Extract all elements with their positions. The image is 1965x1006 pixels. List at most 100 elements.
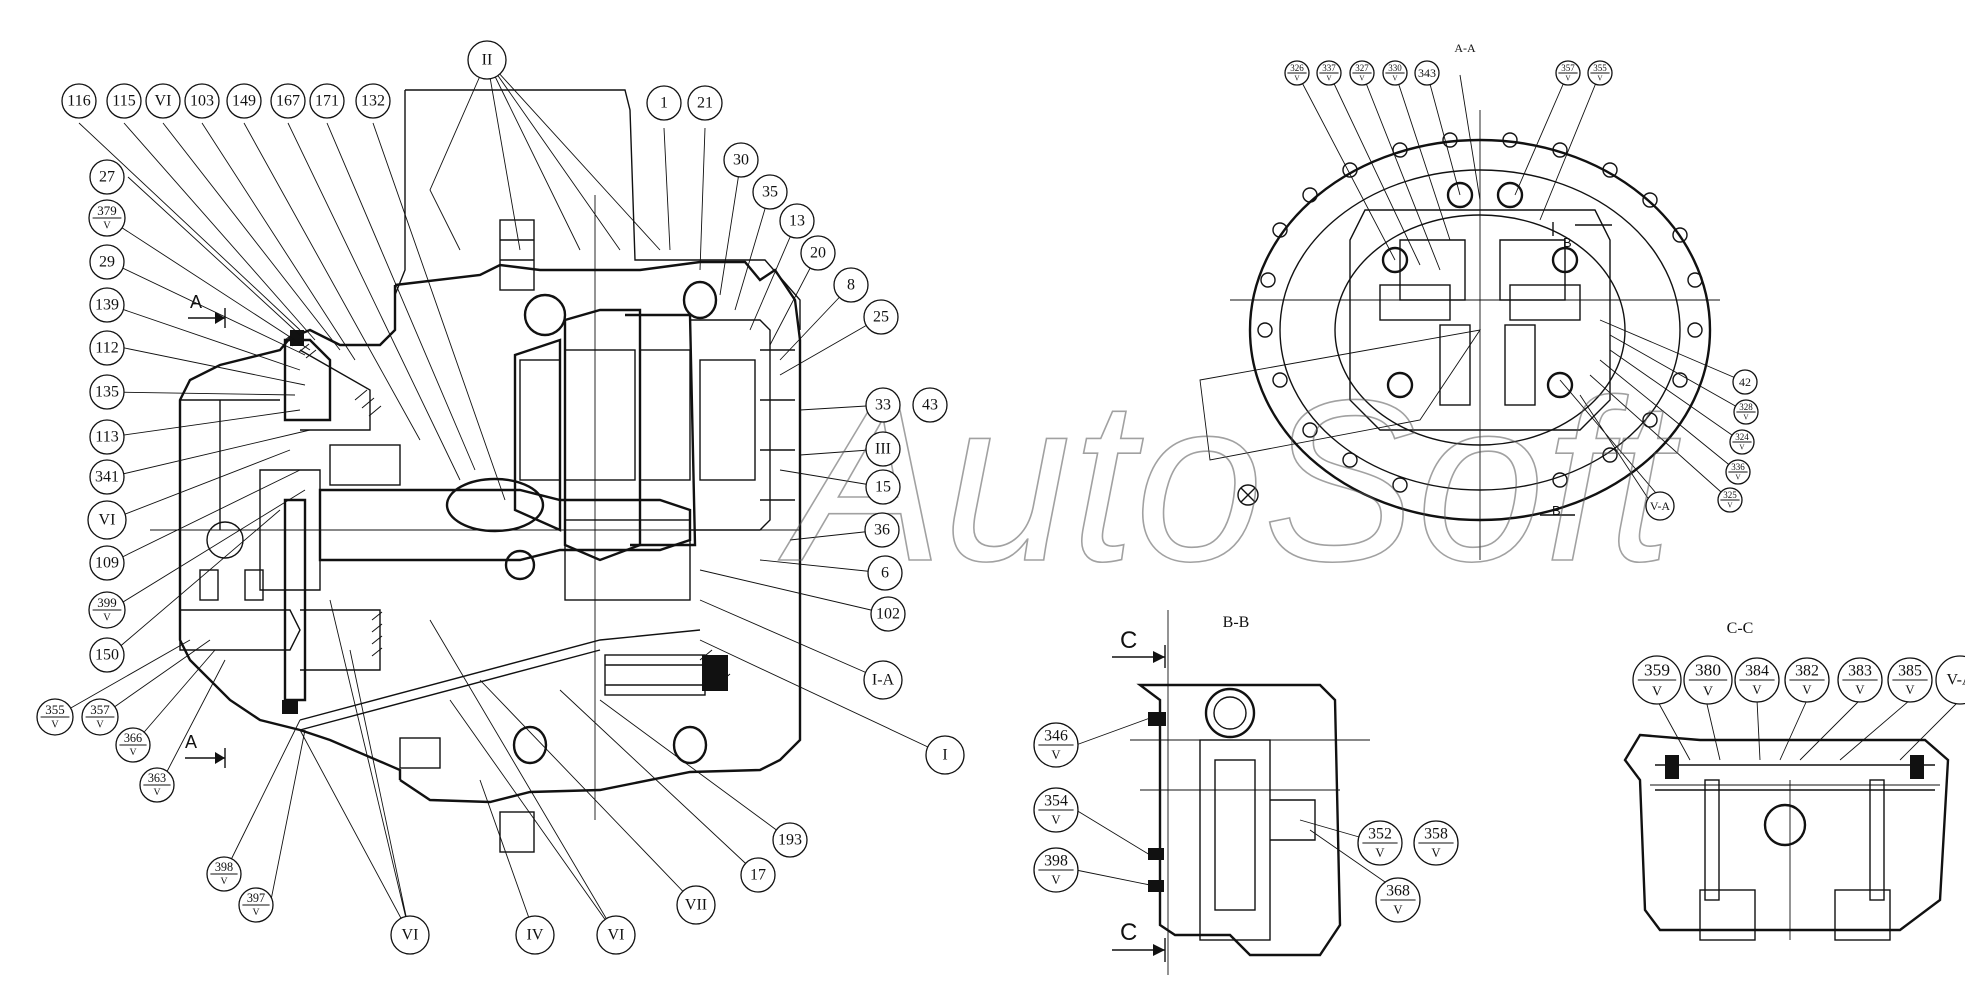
callout-bubble	[309, 83, 345, 119]
callout-c1: 1	[646, 85, 682, 121]
callout-number: 337	[1322, 63, 1336, 73]
callout-c29: 29	[89, 244, 125, 280]
callout-bubble	[925, 735, 965, 775]
callout-number: 357	[1561, 63, 1575, 73]
callout-label: I	[942, 747, 947, 764]
section-marker-c-top: C	[1120, 627, 1137, 654]
callout-number: 359	[1644, 660, 1670, 679]
callout-bubble	[646, 85, 682, 121]
callout-number: 380	[1695, 660, 1721, 679]
callout-label: 15	[875, 479, 891, 496]
callout-label: 35	[762, 184, 778, 201]
callout-c116: 116	[61, 83, 97, 119]
callout-label: 193	[778, 832, 802, 849]
callout-c139: 139	[89, 287, 125, 323]
callout-label: 116	[67, 93, 90, 110]
callout-label: 8	[847, 277, 855, 294]
callout-number: 355	[1593, 63, 1607, 73]
callout-c103: 103	[184, 83, 220, 119]
callout-label: 21	[697, 95, 713, 112]
callout-cIA: I-A	[863, 660, 903, 700]
callout-label: 341	[95, 469, 119, 486]
callout-bubble	[723, 142, 759, 178]
callout-label: 17	[750, 867, 766, 884]
callout-bubble	[355, 83, 391, 119]
callout-cVI_d: VI	[87, 500, 127, 540]
callout-c30: 30	[723, 142, 759, 178]
callout-c8: 8	[833, 267, 869, 303]
callout-c341: 341	[89, 459, 125, 495]
callout-c109: 109	[89, 545, 125, 581]
callout-variant: V	[103, 613, 111, 624]
callout-c35: 35	[752, 174, 788, 210]
callout-label: 13	[789, 213, 805, 230]
callout-number: 382	[1795, 662, 1819, 679]
callout-bubble	[467, 40, 507, 80]
callout-variant: V	[1393, 903, 1402, 917]
callout-aVA: V-A	[1645, 491, 1675, 521]
callout-variant: V	[1703, 683, 1713, 698]
section-markers: A A B B C C	[185, 222, 1572, 962]
callout-label: 171	[315, 93, 339, 110]
callout-a343: 343	[1414, 60, 1440, 86]
callout-label: 33	[875, 397, 891, 414]
callout-label: 42	[1739, 375, 1751, 389]
callout-label: 25	[873, 309, 889, 326]
callout-a42: 42	[1732, 369, 1758, 395]
callout-label: III	[875, 441, 891, 458]
callout-number: 326	[1290, 63, 1304, 73]
callout-bubble	[833, 267, 869, 303]
callout-number: 325	[1723, 490, 1737, 500]
callout-label: 150	[95, 647, 119, 664]
callout-c21: 21	[687, 85, 723, 121]
callout-variant: V	[1652, 683, 1662, 698]
callout-number: 385	[1898, 662, 1922, 679]
callout-bubble	[89, 545, 125, 581]
callout-label: 135	[95, 384, 119, 401]
callout-bubble	[89, 419, 125, 455]
callout-number: 397	[247, 891, 265, 905]
callout-label: 109	[95, 555, 119, 572]
callout-label: 343	[1418, 66, 1436, 80]
section-marker-b-top: B	[1563, 235, 1572, 250]
callout-label: 115	[112, 93, 135, 110]
callout-number: 384	[1745, 662, 1769, 679]
callout-bubble	[740, 857, 776, 893]
callout-c15: 15	[865, 469, 901, 505]
callout-number: 398	[1044, 852, 1068, 869]
callout-c25: 25	[863, 299, 899, 335]
callout-variant: V	[1431, 846, 1440, 860]
callout-number: 324	[1735, 432, 1749, 442]
callout-variant: V	[1565, 74, 1571, 82]
callout-label: 30	[733, 152, 749, 169]
callout-bubble	[89, 459, 125, 495]
callout-number: 354	[1044, 792, 1068, 809]
callout-variant: V	[103, 221, 111, 232]
callout-bubble	[863, 299, 899, 335]
callout-number: 357	[90, 702, 110, 717]
callout-bubble	[865, 387, 901, 423]
callout-bubble	[89, 244, 125, 280]
callout-label: 27	[99, 169, 115, 186]
callout-c113: 113	[89, 419, 125, 455]
callout-cVA: V-A	[1935, 655, 1965, 705]
callout-c115: 115	[106, 83, 142, 119]
callout-variant: V	[1294, 74, 1300, 82]
callout-variant: V	[1375, 846, 1384, 860]
callout-c149: 149	[226, 83, 262, 119]
callout-number: 355	[45, 702, 64, 717]
